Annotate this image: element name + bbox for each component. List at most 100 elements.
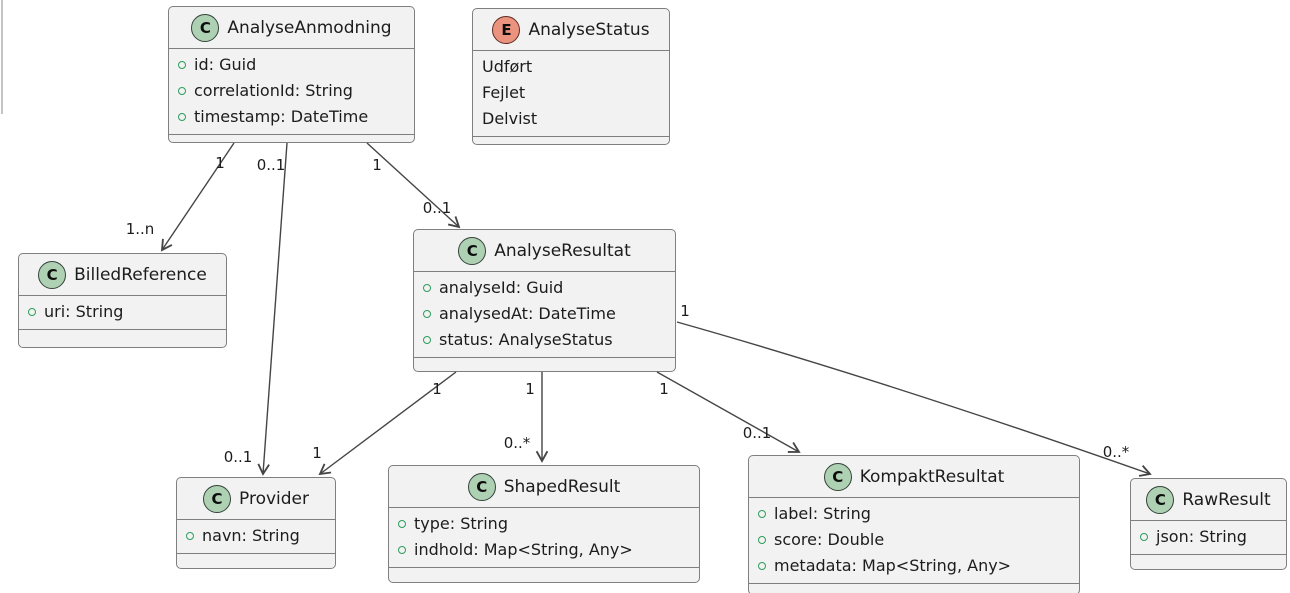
multiplicity-label: 0..1 [257, 156, 286, 174]
attribute-text: id: Guid [194, 55, 257, 74]
enum-value-row: Udført [473, 54, 669, 80]
attribute-row: timestamp: DateTime [169, 104, 414, 130]
attribute-text: navn: String [202, 526, 300, 545]
attribute-text: json: String [1156, 527, 1247, 546]
provider-members: navn: String [177, 520, 335, 553]
class-name: ShapedResult [503, 476, 621, 497]
class-icon: C [203, 484, 231, 513]
class-icon: C [191, 13, 220, 42]
attribute-text: metadata: Map<String, Any> [774, 556, 1012, 575]
attribute-row: json: String [1131, 524, 1286, 550]
attribute-text: indhold: Map<String, Any> [414, 540, 633, 559]
association-resultat-to-provider [318, 371, 457, 476]
uml-class-raw-result: C RawResult json: String [1130, 478, 1287, 570]
visibility-circle-icon [1140, 533, 1148, 541]
multiplicity-label: 0..1 [743, 424, 772, 442]
empty-methods-compartment [177, 553, 335, 568]
multiplicity-label: 1 [680, 302, 690, 320]
association-anmodning-to-resultat [366, 142, 461, 229]
visibility-circle-icon [186, 532, 194, 540]
raw-result-title: C RawResult [1131, 479, 1286, 521]
enum-value-text: Delvist [482, 109, 538, 128]
shaped-result-members: type: String indhold: Map<String, Any> [389, 508, 699, 567]
attribute-row: metadata: Map<String, Any> [749, 553, 1079, 579]
attribute-row: analysedAt: DateTime [414, 301, 675, 327]
empty-methods-compartment [1131, 554, 1286, 569]
class-name: BilledReference [74, 264, 207, 285]
visibility-circle-icon [398, 520, 406, 528]
attribute-row: label: String [749, 501, 1079, 527]
visibility-circle-icon [423, 336, 431, 344]
attribute-row: correlationId: String [169, 78, 414, 104]
association-anmodning-to-provider [257, 142, 288, 476]
empty-methods-compartment [19, 329, 226, 347]
empty-methods-compartment [414, 357, 675, 371]
uml-class-kompakt-resultat: C KompaktResultat label: String score: Doub… [748, 455, 1080, 593]
enum-icon: E [492, 15, 521, 44]
class-name: KompaktResultat [859, 466, 1005, 487]
class-icon: C [38, 260, 67, 289]
multiplicity-label: 1 [432, 380, 442, 398]
analyse-resultat-members: analyseId: Guid analysedAt: DateTime statu… [414, 272, 675, 357]
attribute-row: indhold: Map<String, Any> [389, 537, 699, 563]
attribute-row: navn: String [177, 523, 335, 549]
shaped-result-title: C ShapedResult [389, 466, 699, 508]
kompakt-resultat-title: C KompaktResultat [749, 456, 1079, 498]
association-anmodning-to-billedreference [160, 142, 235, 252]
visibility-circle-icon [178, 61, 186, 69]
visibility-circle-icon [178, 87, 186, 95]
left-edge-crop-line [1, 0, 3, 114]
attribute-row: type: String [389, 511, 699, 537]
association-resultat-to-kompaktresultat [656, 371, 801, 453]
attribute-text: timestamp: DateTime [194, 107, 369, 126]
enum-value-text: Udført [482, 57, 533, 76]
multiplicity-label: 1 [659, 380, 669, 398]
class-name: AnalyseAnmodning [227, 17, 392, 38]
class-name: RawResult [1182, 489, 1271, 510]
empty-methods-compartment [169, 134, 414, 144]
multiplicity-label: 1 [215, 154, 225, 172]
empty-methods-compartment [473, 136, 669, 146]
multiplicity-label: 1 [525, 380, 535, 398]
uml-class-billed-reference: C BilledReference uri: String [18, 253, 227, 348]
billed-reference-title: C BilledReference [19, 254, 226, 296]
attribute-row: status: AnalyseStatus [414, 327, 675, 353]
attribute-text: analyseId: Guid [439, 278, 564, 297]
visibility-circle-icon [423, 310, 431, 318]
uml-class-provider: C Provider navn: String [176, 477, 336, 569]
multiplicity-label: 1..n [126, 220, 155, 238]
multiplicity-label: 0..1 [224, 448, 253, 466]
attribute-text: score: Double [774, 530, 885, 549]
class-icon: C [458, 236, 487, 265]
visibility-circle-icon [758, 536, 766, 544]
visibility-circle-icon [758, 510, 766, 518]
uml-class-analyse-anmodning: C AnalyseAnmodning id: Guid correlationId: … [168, 6, 415, 143]
visibility-circle-icon [28, 308, 36, 316]
attribute-row: score: Double [749, 527, 1079, 553]
visibility-circle-icon [398, 546, 406, 554]
attribute-text: type: String [414, 514, 508, 533]
enum-value-row: Fejlet [473, 80, 669, 106]
attribute-row: analyseId: Guid [414, 275, 675, 301]
attribute-text: label: String [774, 504, 871, 523]
multiplicity-label: 0..1 [423, 199, 452, 217]
kompakt-resultat-members: label: String score: Double metadata: Map<… [749, 498, 1079, 583]
class-icon: C [1146, 485, 1175, 514]
attribute-text: correlationId: String [194, 81, 353, 100]
analyse-anmodning-members: id: Guid correlationId: String timestamp: … [169, 49, 414, 134]
attribute-text: uri: String [44, 302, 124, 321]
multiplicity-label: 0..* [504, 434, 531, 452]
raw-result-members: json: String [1131, 521, 1286, 554]
class-icon: C [823, 462, 852, 491]
attribute-text: analysedAt: DateTime [439, 304, 616, 323]
class-icon: C [467, 472, 496, 501]
visibility-circle-icon [758, 562, 766, 570]
class-name: Provider [239, 488, 309, 509]
attribute-row: uri: String [19, 299, 226, 325]
